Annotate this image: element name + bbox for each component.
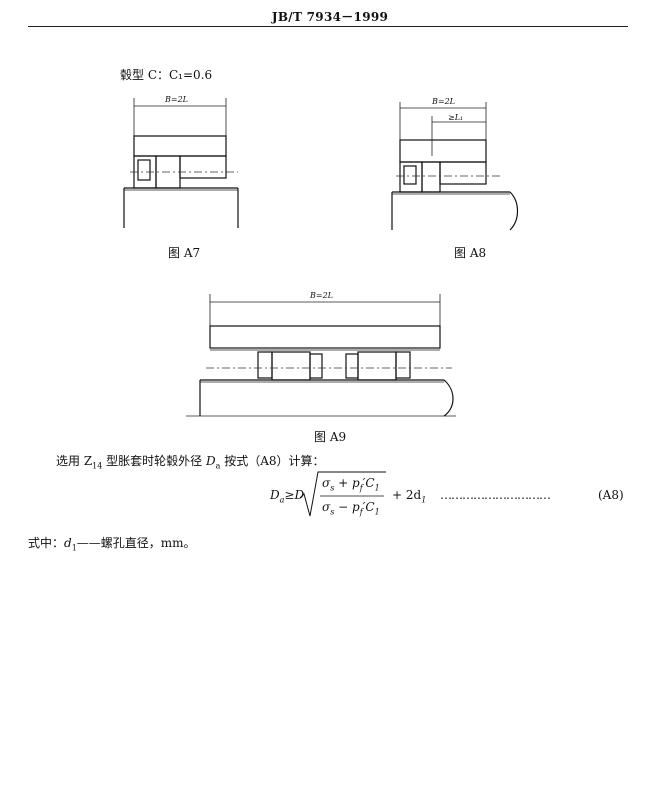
formula-tail-subscript: 1	[421, 495, 427, 505]
numerator-c-subscript: 1	[374, 483, 380, 493]
figure-a8-dimension-outer: B=2L	[431, 97, 455, 106]
numerator-c: C	[365, 476, 375, 490]
numerator-p-subscript: f	[359, 483, 363, 493]
figure-a8-caption: 图 A8	[454, 246, 487, 260]
formula-tail: + 2d1	[392, 488, 426, 504]
intro-paragraph: 选用 Z14 型胀套时轮毂外径 Da 按式（A8）计算：	[56, 452, 325, 470]
denominator-p: p	[352, 500, 360, 514]
numerator-plus: +	[334, 476, 352, 490]
where-variable-subscript: 1	[71, 543, 77, 553]
intro-variable-subscript: a	[215, 461, 221, 471]
formula-lhs: Da≥D	[270, 488, 304, 504]
intro-subscript: 14	[92, 461, 103, 471]
equation-number: (A8)	[598, 488, 624, 502]
formula-tail-text: + 2d	[392, 488, 422, 502]
formula-relation: ≥D	[284, 488, 305, 502]
formula-dots: …………………………	[440, 488, 551, 502]
denominator-prime: ′	[362, 500, 366, 514]
intro-variable: D	[205, 454, 216, 468]
where-variable: d	[64, 536, 72, 550]
figure-a9-dimension: B=2L	[309, 291, 333, 300]
figure-a7-drawing: B=2L	[123, 95, 239, 228]
numerator-sigma-subscript: s	[330, 483, 335, 493]
figure-a9-caption: 图 A9	[314, 430, 347, 444]
formula-numerator: σs + pf′C1	[322, 476, 380, 492]
denominator-sigma: σ	[322, 500, 331, 514]
intro-suffix: 按式（A8）计算：	[220, 454, 325, 468]
page-header: JB/T 7934－1999	[271, 10, 389, 24]
formula-radical	[299, 471, 386, 517]
formula-lhs-subscript: a	[279, 495, 285, 505]
where-description: ——螺孔直径，mm。	[76, 536, 196, 550]
numerator-p: p	[352, 476, 360, 490]
figure-a8-drawing: B=2L ≥L₁	[391, 97, 519, 231]
figure-a8-dimension-inner: ≥L₁	[448, 113, 463, 122]
denominator-minus: −	[334, 500, 352, 514]
numerator-prime: ′	[362, 476, 366, 490]
denominator-sigma-subscript: s	[330, 507, 335, 517]
figure-a9-drawing: B=2L	[186, 291, 456, 417]
intro-prefix: 选用 Z	[56, 454, 93, 468]
intro-middle: 型胀套时轮毂外径	[102, 454, 206, 468]
where-prefix: 式中：	[28, 536, 65, 550]
header-rule	[28, 26, 628, 27]
formula-denominator: σs − pf′C1	[322, 500, 380, 516]
numerator-sigma: σ	[322, 476, 331, 490]
where-clause: 式中：d1——螺孔直径，mm。	[28, 534, 196, 552]
formula-lhs-variable: D	[270, 488, 280, 502]
hub-type-label: 毂型 C：C₁=0.6	[120, 68, 213, 82]
figure-a7-caption: 图 A7	[168, 246, 201, 260]
figure-a7-dimension: B=2L	[164, 95, 188, 104]
denominator-c: C	[365, 500, 375, 514]
denominator-c-subscript: 1	[374, 507, 380, 517]
denominator-p-subscript: f	[359, 507, 363, 517]
